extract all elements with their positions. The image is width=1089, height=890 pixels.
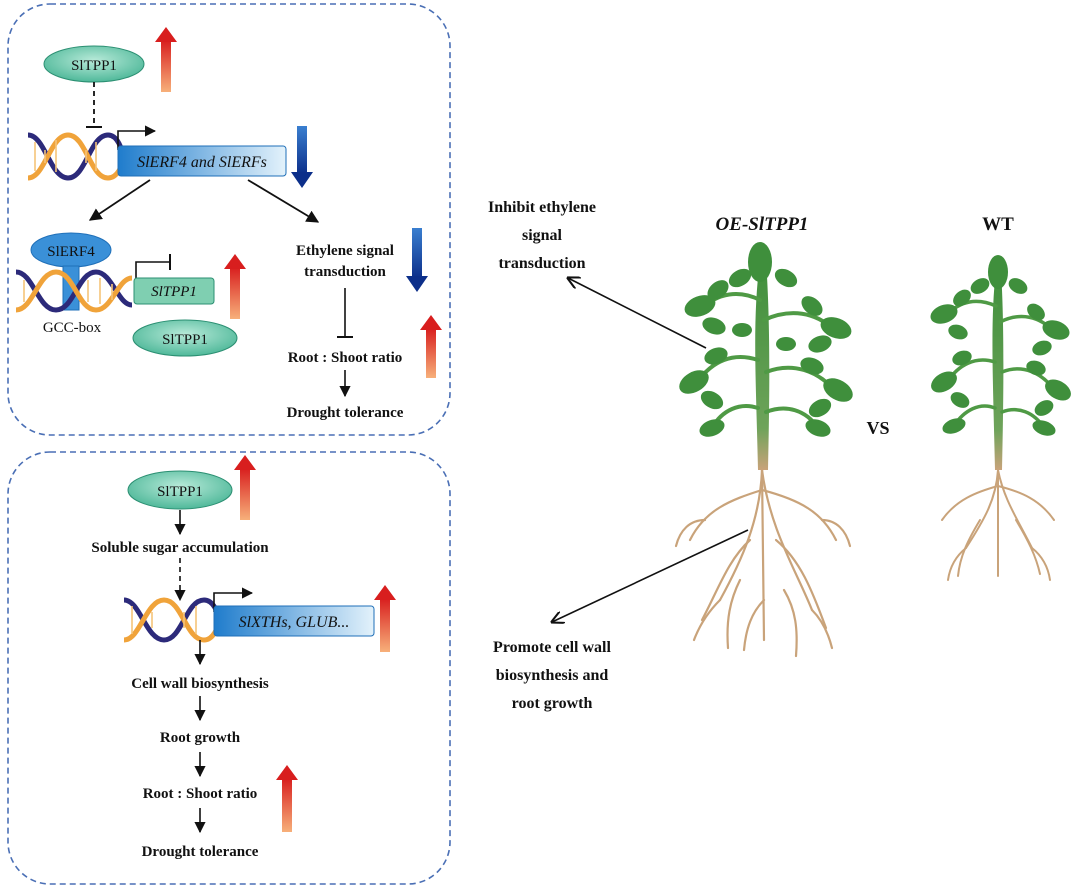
up-arrow-icon <box>234 455 256 520</box>
tpp1-gene-label: SlTPP1 <box>151 284 197 300</box>
gcc-box-label: GCC-box <box>43 320 102 336</box>
tpp1-gene-box: SlTPP1 <box>133 277 215 305</box>
ethylene-line1: Ethylene signal <box>296 243 394 259</box>
promote-line3: root growth <box>512 695 593 712</box>
bottom-tpp1-oval-label: SlTPP1 <box>157 484 203 500</box>
up-arrow-icon <box>224 254 246 319</box>
tpp1-oval-bottom: SlTPP1 <box>132 319 238 357</box>
bottom-panel-border <box>7 451 451 885</box>
bottom-gene-box: SlXTHs, GLUB... <box>213 605 375 637</box>
wt-plant-illustration <box>930 255 1071 581</box>
inhibit-line1: Inhibit ethylene <box>488 199 596 216</box>
promote-line1: Promote cell wall <box>493 639 611 656</box>
inhibit-line2: signal <box>522 227 563 244</box>
down-arrow-icon <box>406 228 428 292</box>
promote-line2: biosynthesis and <box>496 667 609 684</box>
tpp1-oval-bottom-label: SlTPP1 <box>162 332 208 348</box>
up-arrow-icon <box>374 585 396 652</box>
promote-pointer-arrow <box>552 529 749 622</box>
up-arrow-icon <box>420 315 442 378</box>
cell-wall-label: Cell wall biosynthesis <box>131 676 269 692</box>
top-gene-box-label: SlERF4 and SlERFs <box>137 154 267 171</box>
down-arrow-icon <box>291 126 313 188</box>
top-root-shoot-label: Root : Shoot ratio <box>288 350 403 366</box>
root-growth-label: Root growth <box>160 730 241 746</box>
top-panel-border <box>7 3 451 436</box>
oe-plant-illustration <box>674 242 853 658</box>
oe-label: OE-SlTPP1 <box>716 214 809 235</box>
bottom-root-shoot-label: Root : Shoot ratio <box>143 786 258 802</box>
top-tpp1-oval-label: SlTPP1 <box>71 58 117 74</box>
dna-helix-icon <box>27 132 127 181</box>
bottom-drought-label: Drought tolerance <box>142 844 259 860</box>
erf4-oval-label: SlERF4 <box>47 244 95 260</box>
ethylene-line2: transduction <box>304 264 386 280</box>
dna-helix-icon <box>123 597 223 643</box>
up-arrow-icon <box>276 765 298 832</box>
inhibit-pointer-arrow <box>568 278 707 349</box>
wt-label: WT <box>982 214 1014 235</box>
inhibit-line3: transduction <box>498 255 585 272</box>
up-arrow-icon <box>155 27 177 92</box>
top-tpp1-oval: SlTPP1 <box>43 45 145 83</box>
sugar-label: Soluble sugar accumulation <box>91 540 269 556</box>
bottom-tpp1-oval: SlTPP1 <box>127 470 233 510</box>
vs-label: VS <box>866 418 889 438</box>
bottom-gene-box-label: SlXTHs, GLUB... <box>239 614 350 631</box>
dna-helix-icon <box>15 269 133 313</box>
top-gene-box: SlERF4 and SlERFs <box>117 145 287 177</box>
top-drought-label: Drought tolerance <box>287 405 404 421</box>
